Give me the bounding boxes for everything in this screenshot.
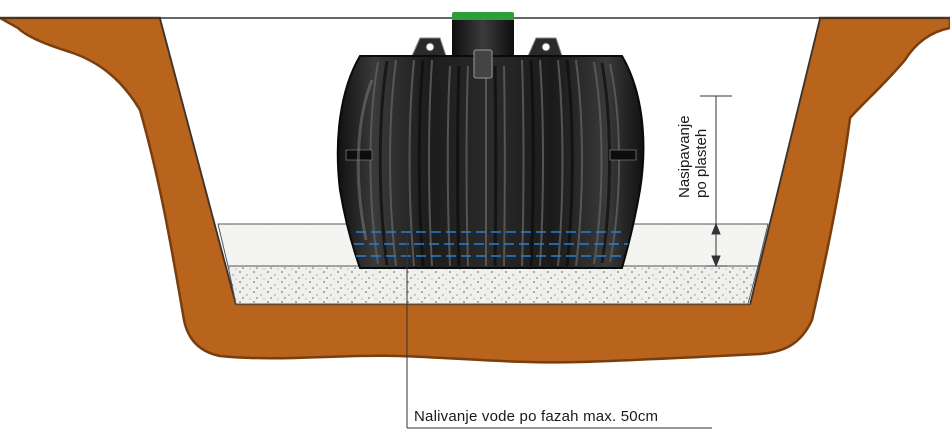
tank-ribs: [369, 59, 620, 267]
lug-hole-right: [541, 42, 551, 52]
tank-side-band-right: [609, 149, 637, 161]
tank-body: [336, 55, 645, 269]
septic-tank: [336, 12, 645, 269]
lug-hole-left: [425, 42, 435, 52]
backfill-label-line1: Nasipavanje: [676, 115, 693, 198]
water-fill-label: Nalivanje vode po fazah max. 50cm: [414, 408, 659, 425]
backfill-label-line2: po plasteh: [693, 128, 710, 198]
backfill-dimension: [700, 95, 732, 268]
pit-wall-right: [749, 17, 821, 305]
tank-rib-shadows: [378, 59, 611, 267]
tank-neck: [452, 20, 514, 66]
soil-excavation: [0, 16, 950, 364]
water-fill-lines: [354, 231, 628, 257]
tank-side-band-left: [345, 149, 373, 161]
backfill-label: Nasipavanje po plasteh: [676, 115, 710, 198]
gravel-bed-texture: [228, 266, 758, 304]
tank-highlight: [356, 79, 374, 241]
tank-cap: [452, 12, 514, 22]
water-label-leader: [406, 236, 712, 429]
neck-notch: [473, 49, 493, 79]
pit-wall-left: [159, 17, 237, 305]
